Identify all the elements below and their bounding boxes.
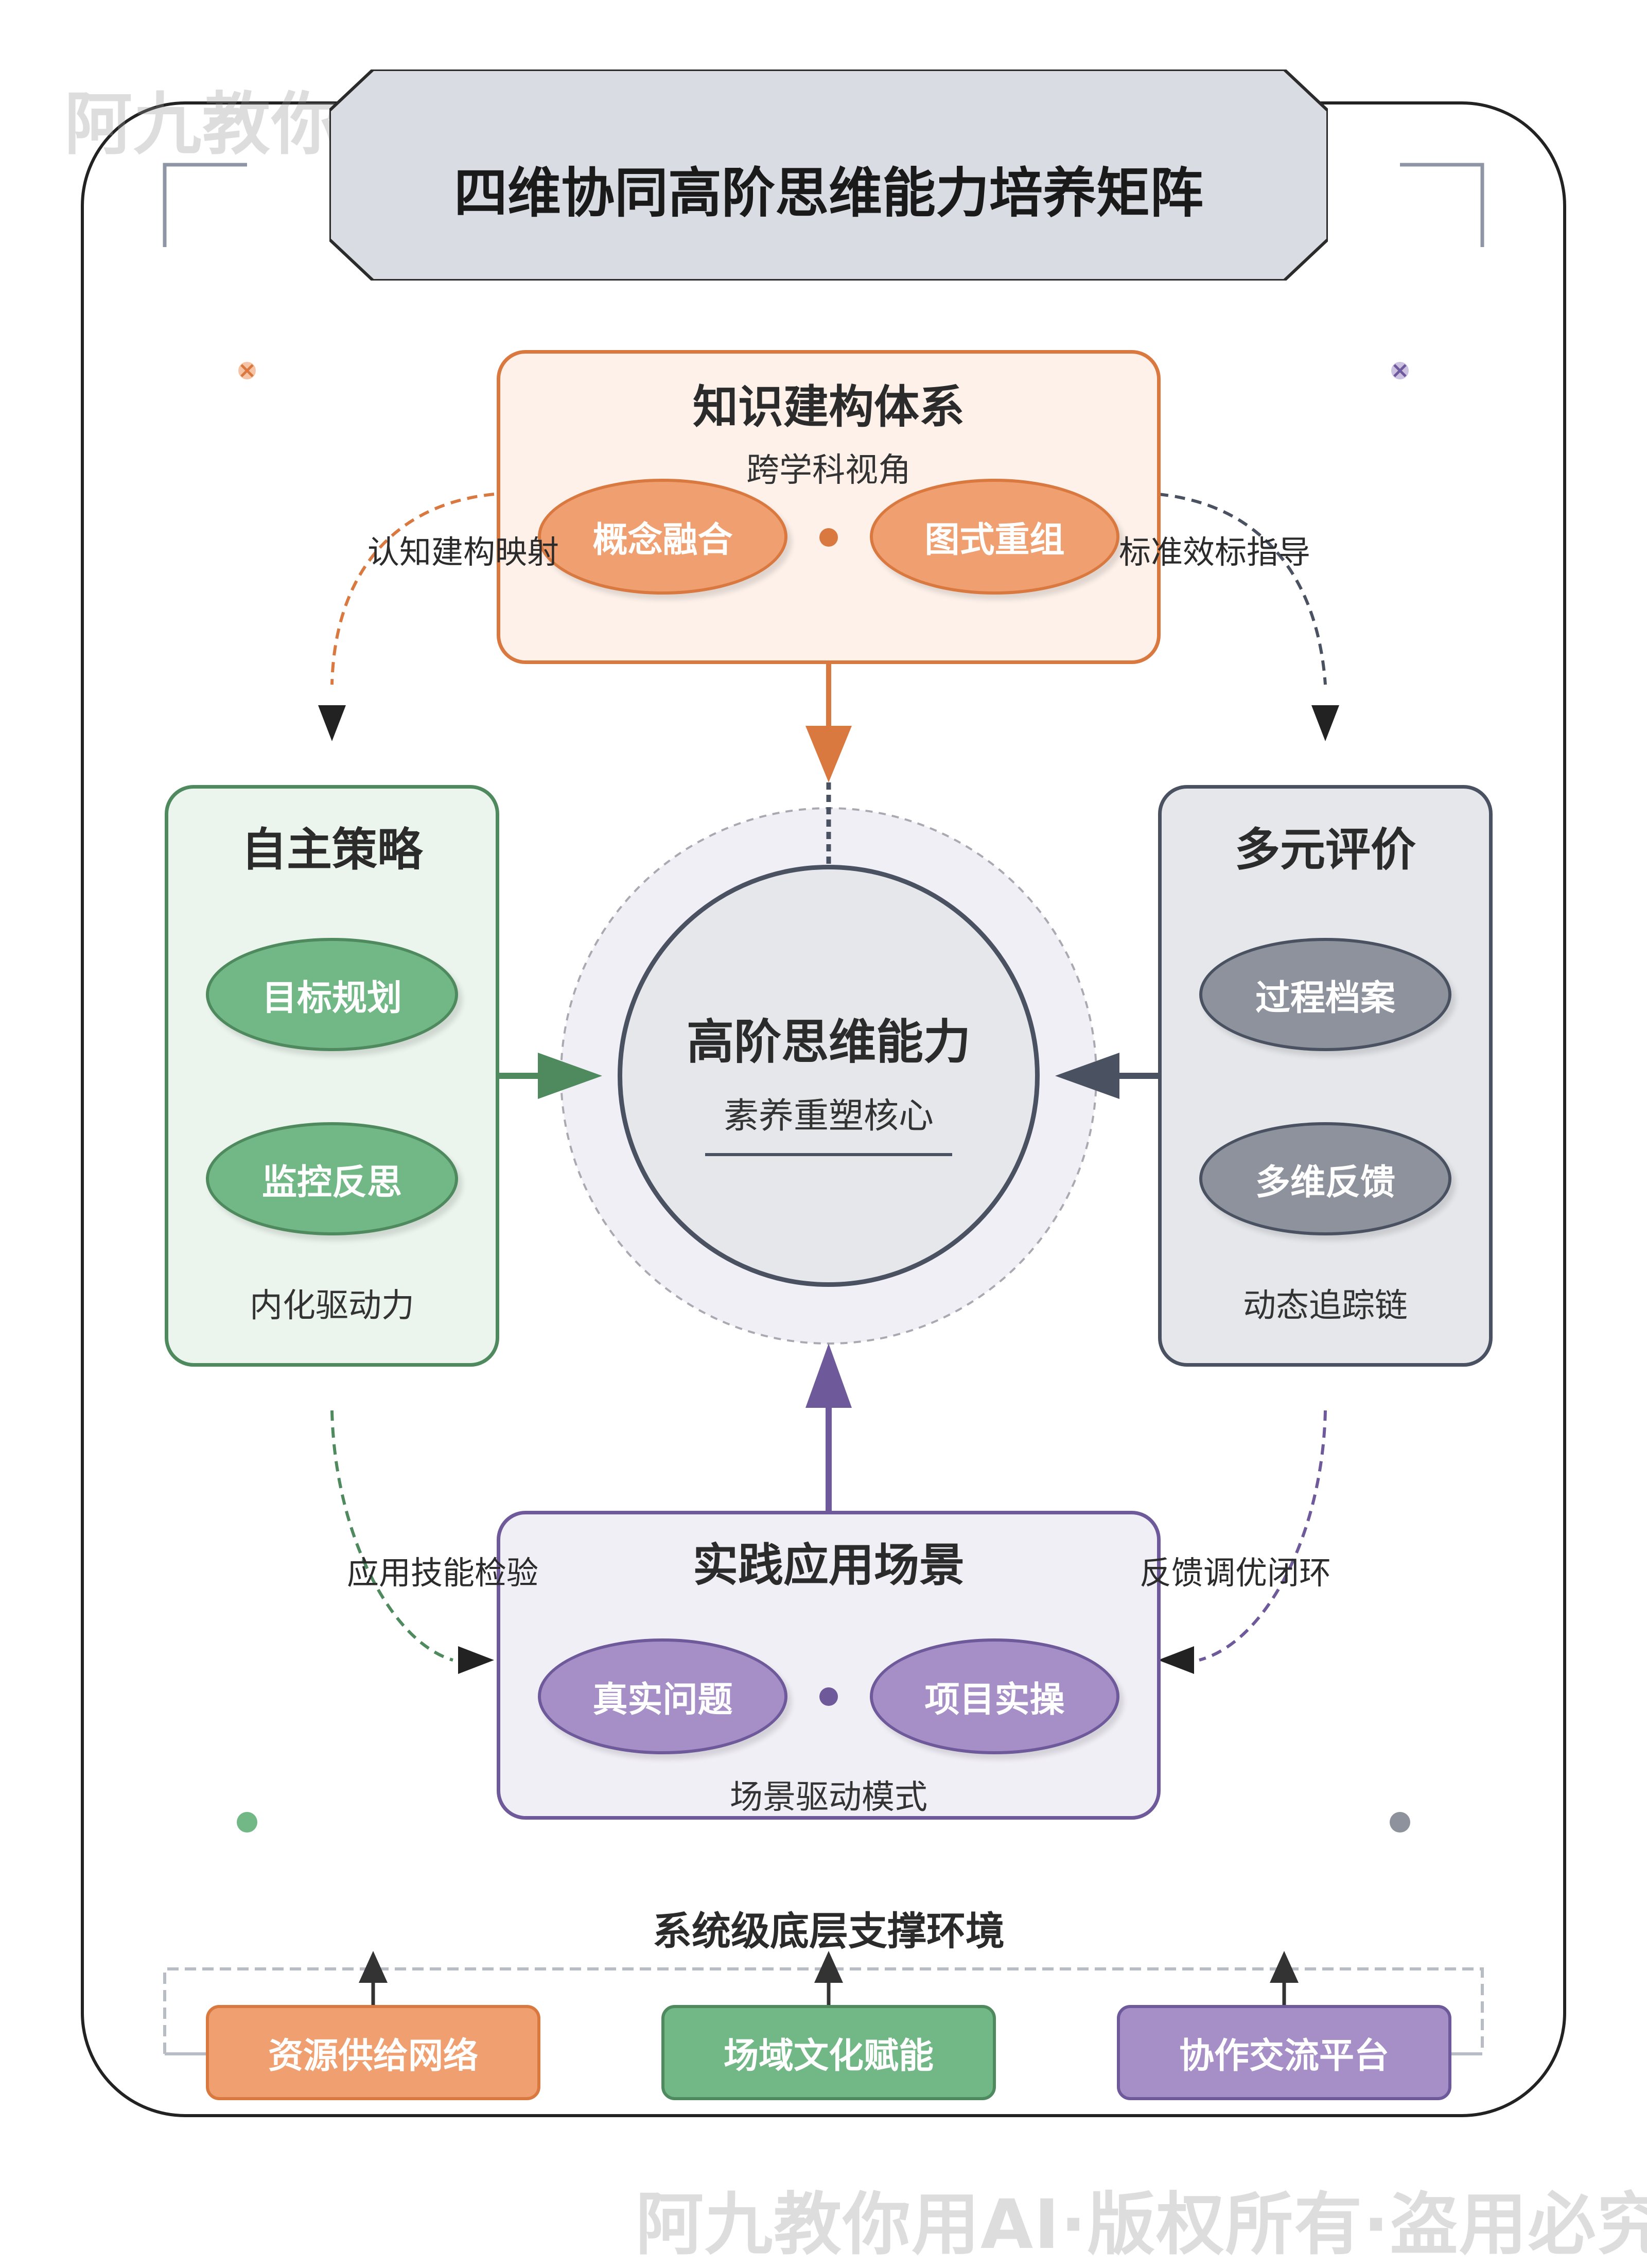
support-resource-network: 资源供给网络 bbox=[206, 2005, 540, 2100]
title-banner bbox=[329, 69, 1328, 281]
connector-left-bottom bbox=[330, 1410, 453, 1662]
arrow-right-to-center bbox=[1055, 1053, 1119, 1099]
page-title: 四维协同高阶思维能力培养矩阵 bbox=[453, 162, 1203, 224]
center-core-circle bbox=[618, 865, 1040, 1287]
watermark-bottom: 阿九教你用AI·版权所有·盗用必究 bbox=[636, 2185, 1647, 2264]
knowledge-separator-dot bbox=[819, 528, 838, 547]
practice-card-footer: 场景驱动模式 bbox=[730, 1778, 927, 1817]
connector-right-bottom bbox=[1199, 1410, 1327, 1662]
pill-process-portfolio: 过程档案 bbox=[1199, 938, 1451, 1051]
connector-top-right bbox=[1158, 493, 1327, 685]
support-culture-empower: 场域文化赋能 bbox=[661, 2005, 996, 2100]
evaluation-card-title: 多元评价 bbox=[1234, 823, 1416, 876]
corner-bracket-top-left bbox=[163, 163, 247, 247]
decor-dot-green bbox=[237, 1812, 257, 1833]
strategy-card-title: 自主策略 bbox=[241, 823, 423, 876]
pill-multi-feedback: 多维反馈 bbox=[1199, 1122, 1451, 1235]
edge-label-top-left: 认知建构映射 bbox=[367, 533, 559, 571]
practice-separator-dot bbox=[819, 1687, 838, 1706]
arrow-bottom-to-center bbox=[805, 1344, 852, 1408]
knowledge-card-subtitle: 跨学科视角 bbox=[746, 451, 911, 490]
strategy-card-footer: 内化驱动力 bbox=[250, 1287, 414, 1325]
arrow-top-to-center bbox=[805, 726, 852, 782]
connector-top-left bbox=[330, 493, 495, 685]
decor-x-purple bbox=[1391, 362, 1409, 379]
edge-label-left-bottom: 应用技能检验 bbox=[346, 1554, 538, 1592]
evaluation-card-footer: 动态追踪链 bbox=[1243, 1287, 1408, 1325]
edge-label-right-bottom: 反馈调优闭环 bbox=[1139, 1554, 1331, 1592]
support-collab-platform: 协作交流平台 bbox=[1117, 2005, 1451, 2100]
pill-goal-planning: 目标规划 bbox=[206, 938, 458, 1051]
pill-schema-reorg: 图式重组 bbox=[870, 479, 1119, 595]
evaluation-card bbox=[1158, 785, 1493, 1367]
corner-bracket-top-right bbox=[1400, 163, 1484, 247]
arrow-left-to-center bbox=[538, 1053, 602, 1099]
center-subtitle: 素养重塑核心 bbox=[723, 1096, 934, 1137]
pill-concept-fusion: 概念融合 bbox=[538, 479, 787, 595]
center-underline bbox=[705, 1153, 952, 1156]
pill-monitor-reflect: 监控反思 bbox=[206, 1122, 458, 1235]
knowledge-card-title: 知识建构体系 bbox=[692, 380, 965, 433]
practice-card-title: 实践应用场景 bbox=[692, 1539, 965, 1592]
pill-project-practice: 项目实操 bbox=[870, 1638, 1119, 1754]
pill-real-problem: 真实问题 bbox=[538, 1638, 787, 1754]
edge-label-top-right: 标准效标指导 bbox=[1118, 533, 1310, 571]
support-title: 系统级底层支撑环境 bbox=[653, 1908, 1005, 1954]
decor-x-orange bbox=[238, 362, 256, 379]
center-title: 高阶思维能力 bbox=[686, 1015, 971, 1070]
strategy-card bbox=[165, 785, 499, 1367]
decor-dot-gray bbox=[1390, 1812, 1410, 1833]
